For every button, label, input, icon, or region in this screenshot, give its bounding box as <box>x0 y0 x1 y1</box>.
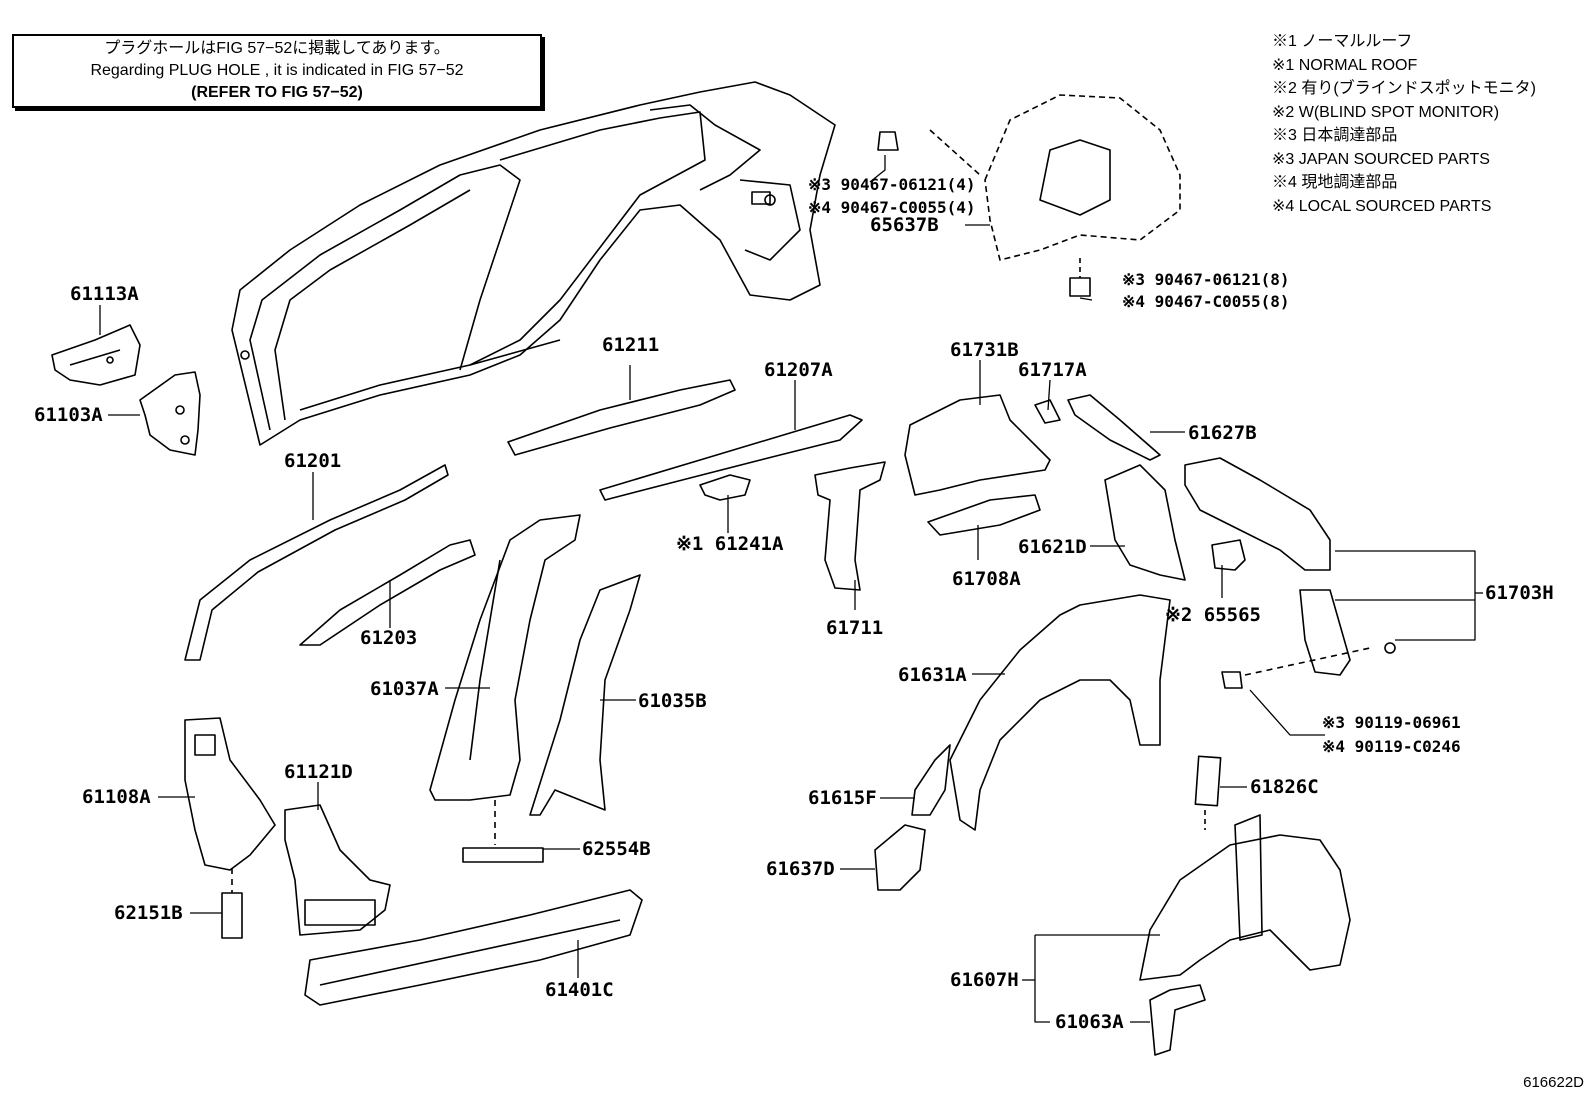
part-label-bolt-2[interactable]: ※4 90119-C0246 <box>1322 737 1461 756</box>
part-65637B-shape <box>929 94 1181 261</box>
part-61103A-shape <box>139 371 201 456</box>
part-label-61717A[interactable]: 61717A <box>1018 359 1087 381</box>
part-label-61637D[interactable]: 61637D <box>766 858 835 880</box>
part-61615F-shape <box>911 744 951 816</box>
part-61121D-shape <box>284 804 391 936</box>
part-61063A-shape <box>1149 984 1206 1056</box>
part-61401C-shape <box>304 889 643 1006</box>
part-61731B-shape <box>904 394 1051 496</box>
part-65565-shape <box>1211 539 1246 571</box>
part-label-bolt-1[interactable]: ※3 90119-06961 <box>1322 713 1461 732</box>
part-61207A-shape <box>599 414 863 501</box>
part-label-61607H[interactable]: 61607H <box>950 969 1019 991</box>
part-61703H-shape <box>1184 457 1396 676</box>
part-label-61401C[interactable]: 61401C <box>545 979 614 1001</box>
part-61717A-shape <box>1034 399 1061 424</box>
part-label-clip-b1[interactable]: ※3 90467-06121(8) <box>1122 270 1290 289</box>
part-label-61063A[interactable]: 61063A <box>1055 1011 1124 1033</box>
part-label-clip-a2[interactable]: ※4 90467-C0055(4) <box>808 198 976 217</box>
part-label-61631A[interactable]: 61631A <box>898 664 967 686</box>
clip-upper-shape <box>877 131 899 151</box>
part-label-61037A[interactable]: 61037A <box>370 678 439 700</box>
part-61826C-shape <box>1194 755 1222 830</box>
part-label-61113A[interactable]: 61113A <box>70 283 139 305</box>
leader-lines <box>99 155 1483 1023</box>
legend-item: ※2 有り(ブラインドスポットモニタ) <box>1272 80 1537 97</box>
part-label-61103A[interactable]: 61103A <box>34 404 103 426</box>
part-label-61108A[interactable]: 61108A <box>82 786 151 808</box>
part-label-61203[interactable]: 61203 <box>360 627 418 649</box>
part-label-61211[interactable]: 61211 <box>602 334 660 356</box>
part-62151B-shape <box>221 868 243 939</box>
part-61631A-shape <box>949 594 1171 831</box>
part-61607H-shape <box>1139 814 1351 981</box>
note-line-1: プラグホールはFIG 57−52に掲載してあります。 <box>104 40 450 57</box>
part-61211-shape <box>507 379 736 456</box>
part-61035B-shape <box>529 574 641 816</box>
part-label-62151B[interactable]: 62151B <box>114 902 183 924</box>
part-61627B-shape <box>1067 394 1161 461</box>
body-side-outer-panel <box>231 81 836 446</box>
bolt-shape <box>1221 647 1371 689</box>
part-61711-shape <box>814 461 886 591</box>
legend-item: ※1 ノーマルルーフ <box>1272 33 1413 50</box>
note-line-3: (REFER TO FIG 57−52) <box>191 84 363 101</box>
legend-item: ※3 JAPAN SOURCED PARTS <box>1272 150 1490 168</box>
part-label-61711[interactable]: 61711 <box>826 617 884 639</box>
part-62554B-shape <box>462 800 544 863</box>
legend: ※1 ノーマルルーフ ※1 NORMAL ROOF ※2 有り(ブラインドスポッ… <box>1272 30 1536 218</box>
part-label-61241A[interactable]: ※1 61241A <box>676 533 784 555</box>
part-label-61826C[interactable]: 61826C <box>1250 776 1319 798</box>
part-label-61615F[interactable]: 61615F <box>808 787 877 809</box>
part-label-clip-b2[interactable]: ※4 90467-C0055(8) <box>1122 292 1290 311</box>
part-61203-shape <box>299 539 476 646</box>
part-61108A-shape <box>184 717 276 871</box>
part-label-61708A[interactable]: 61708A <box>952 568 1021 590</box>
legend-item: ※4 現地調達部品 <box>1272 174 1398 191</box>
part-label-61121D[interactable]: 61121D <box>284 761 353 783</box>
part-label-61731B[interactable]: 61731B <box>950 339 1019 361</box>
part-label-65565[interactable]: ※2 65565 <box>1165 604 1261 626</box>
part-61037A-shape <box>429 514 581 801</box>
part-label-61035B[interactable]: 61035B <box>638 690 707 712</box>
figure-id: 616622D <box>1523 1074 1584 1091</box>
part-label-61703H[interactable]: 61703H <box>1485 582 1554 604</box>
part-label-61621D[interactable]: 61621D <box>1018 536 1087 558</box>
part-61113A-shape <box>51 324 141 386</box>
legend-item: ※2 W(BLIND SPOT MONITOR) <box>1272 103 1500 121</box>
clip-lower-shape <box>1069 258 1091 297</box>
part-61201-shape <box>184 464 449 661</box>
part-label-62554B[interactable]: 62554B <box>582 838 651 860</box>
part-61708A-shape <box>927 494 1041 536</box>
part-61637D-shape <box>874 824 926 891</box>
legend-item: ※1 NORMAL ROOF <box>1272 56 1418 74</box>
part-label-61627B[interactable]: 61627B <box>1188 422 1257 444</box>
legend-item: ※4 LOCAL SOURCED PARTS <box>1272 197 1492 215</box>
part-label-clip-a1[interactable]: ※3 90467-06121(4) <box>808 175 976 194</box>
reference-note: プラグホールはFIG 57−52に掲載してあります。 Regarding PLU… <box>12 34 542 108</box>
part-61241A-shape <box>699 474 751 501</box>
part-label-61201[interactable]: 61201 <box>284 450 342 472</box>
part-label-65637B[interactable]: 65637B <box>870 214 939 236</box>
legend-item: ※3 日本調達部品 <box>1272 127 1398 144</box>
part-label-61207A[interactable]: 61207A <box>764 359 833 381</box>
note-line-2: Regarding PLUG HOLE , it is indicated in… <box>90 62 464 79</box>
part-61621D-shape <box>1104 464 1186 581</box>
